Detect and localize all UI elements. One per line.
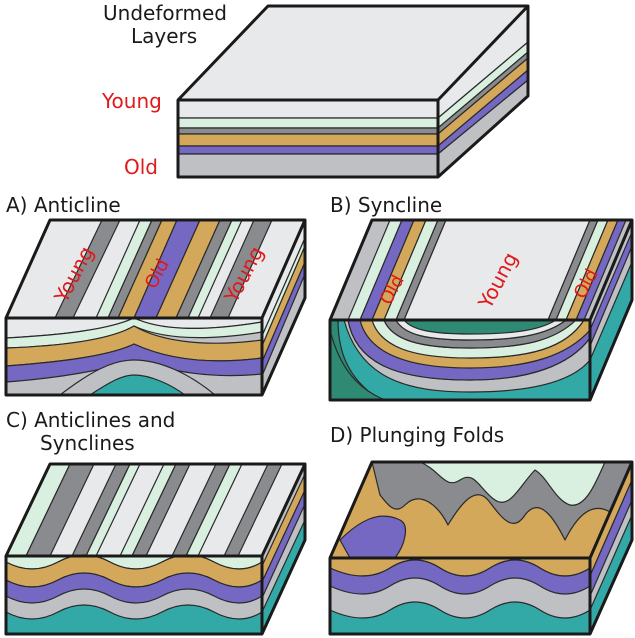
plunging-front-layer: [329, 601, 591, 635]
folds-block-c: [4, 462, 307, 636]
plunging-folds-block: [328, 460, 634, 636]
undeformed-block: [176, 4, 530, 179]
syncline-block: [328, 218, 634, 402]
undeformed-front-purple: [177, 145, 439, 155]
undeformed-title-line1: Undeformed: [103, 1, 227, 25]
folds-c-front-layer: [5, 604, 263, 635]
anticline-block: [4, 218, 307, 397]
undeformed-front-tan: [177, 133, 439, 147]
undeformed-front-mint: [177, 117, 439, 129]
plunging-purple-band: [339, 515, 407, 559]
undeformed-front-lgray: [177, 153, 439, 178]
anticline-front-core: [89, 374, 186, 396]
undeformed-title-line2: Layers: [131, 24, 197, 48]
panel-c-title-line2: Synclines: [40, 431, 135, 455]
undeformed-front-dgray: [177, 127, 439, 135]
undeformed-front-top: [177, 99, 439, 119]
young-label-undeformed: Young: [101, 89, 162, 113]
old-label-undeformed: Old: [124, 155, 158, 179]
panel-c-title-line1: C) Anticlines and: [6, 408, 175, 432]
plunging-mint-band: [419, 461, 606, 506]
panel-b-title: B) Syncline: [330, 193, 442, 217]
panel-d-title: D) Plunging Folds: [330, 423, 504, 447]
panel-a-title: A) Anticline: [6, 193, 121, 217]
